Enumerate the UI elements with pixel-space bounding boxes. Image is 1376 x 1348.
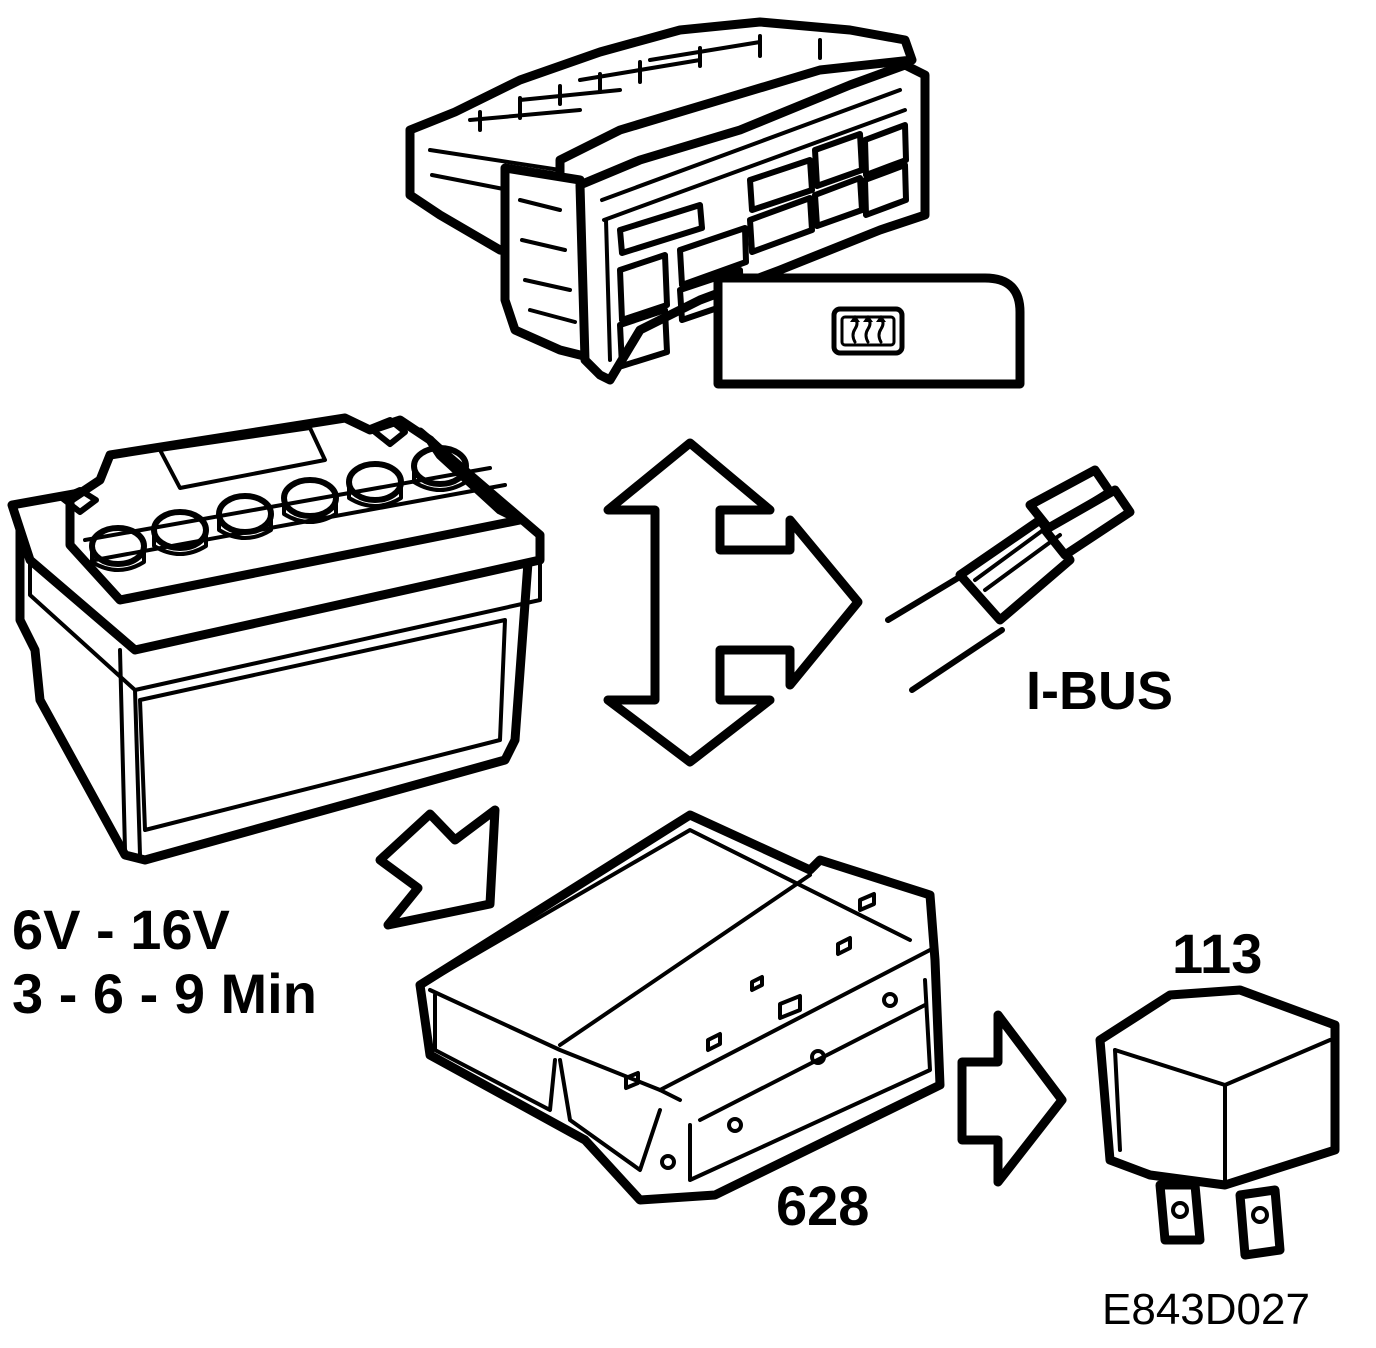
module-number-label: 628 [776, 1174, 870, 1237]
bus-cable-icon [885, 465, 1135, 693]
control-module-icon [415, 810, 945, 1205]
bidirectional-arrow-icon [603, 438, 863, 767]
voltage-range-label: 6V - 16V [12, 898, 230, 961]
relay-number-label: 113 [1172, 922, 1263, 985]
car-battery-icon [7, 413, 545, 865]
figure-code-label: E843D027 [1102, 1285, 1310, 1334]
output-arrow-icon [957, 1010, 1067, 1187]
relay-icon [1095, 985, 1340, 1260]
duration-options-label: 3 - 6 - 9 Min [12, 962, 317, 1025]
supply-arrow-icon [375, 805, 500, 930]
bus-label: I-BUS [1026, 661, 1173, 721]
rear-window-defroster-icon [831, 306, 905, 356]
climate-control-panel-icon [405, 17, 1025, 389]
